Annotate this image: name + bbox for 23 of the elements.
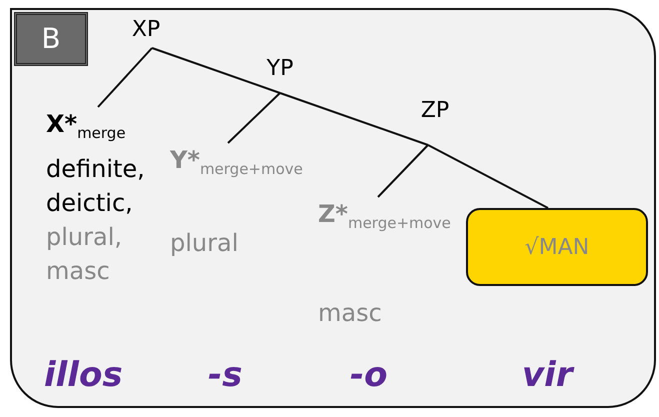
tree-branch	[152, 47, 280, 94]
morpheme-text: vir	[522, 355, 573, 395]
tree-branch	[428, 144, 548, 209]
rounded-panel	[10, 8, 656, 408]
tree-branch	[97, 47, 153, 108]
tree-branch	[377, 144, 429, 198]
phrase-label: XP	[132, 16, 160, 44]
feature-text: definite, deictic,	[46, 154, 146, 219]
tree-branch	[280, 92, 428, 146]
head-label: Z*$_{merge+move}$	[318, 199, 452, 234]
root-box: √MAN	[466, 208, 648, 286]
morpheme-text: -s	[208, 355, 242, 395]
head-label: X*$_{merge}$	[46, 109, 127, 144]
feature-text: masc	[318, 298, 383, 329]
tree-branch	[227, 92, 281, 144]
phrase-label: ZP	[420, 97, 450, 125]
morpheme-text: -o	[350, 355, 388, 395]
morpheme-text: illos	[44, 355, 123, 395]
phrase-label: YP	[266, 55, 294, 83]
head-label: Y*$_{merge+move}$	[170, 145, 304, 180]
feature-text: plural	[170, 228, 240, 259]
letter-badge: B	[14, 12, 88, 66]
feature-text: plural, masc	[46, 222, 123, 287]
